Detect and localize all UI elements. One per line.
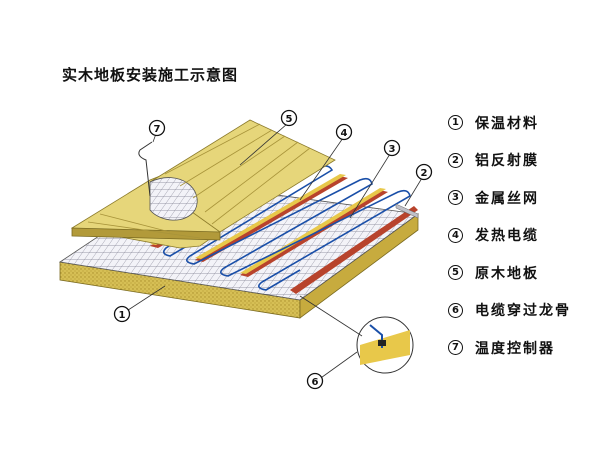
legend-number: 1 bbox=[448, 115, 463, 131]
legend-item: 4 发热电缆 bbox=[448, 217, 571, 255]
legend-item: 2 铝反射膜 bbox=[448, 142, 571, 180]
aluminum-film bbox=[395, 203, 419, 219]
legend-item: 7 温度控制器 bbox=[448, 329, 571, 367]
heating-cable bbox=[139, 155, 411, 291]
thermostat-wire bbox=[138, 141, 153, 197]
legend-number: 6 bbox=[448, 302, 463, 318]
callout-3: 3 bbox=[383, 139, 401, 157]
callout-5: 5 bbox=[280, 109, 298, 127]
legend-number: 3 bbox=[448, 190, 463, 206]
wood-cutout bbox=[149, 177, 198, 221]
svg-text:6: 6 bbox=[312, 377, 319, 388]
diagram-title: 实木地板安装施工示意图 bbox=[62, 66, 239, 84]
svg-text:4: 4 bbox=[341, 128, 348, 139]
legend-label: 电缆穿过龙骨 bbox=[475, 303, 571, 320]
legend-number: 7 bbox=[448, 340, 463, 356]
svg-text:7: 7 bbox=[154, 124, 161, 135]
legend-label: 发热电缆 bbox=[475, 228, 539, 245]
svg-text:3: 3 bbox=[389, 144, 396, 155]
callout-4: 4 bbox=[335, 123, 353, 141]
board-lines bbox=[87, 123, 311, 239]
callout-7: 7 bbox=[148, 119, 166, 137]
callout-1: 1 bbox=[113, 305, 131, 323]
callouts: 1 2 3 4 5 6 7 bbox=[113, 109, 433, 390]
legend-item: 5 原木地板 bbox=[448, 254, 571, 292]
wood-floor-front bbox=[71, 227, 221, 241]
legend-number: 2 bbox=[448, 152, 463, 168]
joist bbox=[290, 206, 418, 294]
callout-6: 6 bbox=[306, 372, 324, 390]
legend-item: 6 电缆穿过龙骨 bbox=[448, 292, 571, 330]
svg-text:2: 2 bbox=[421, 168, 428, 179]
legend-label: 金属丝网 bbox=[475, 190, 539, 207]
svg-text:1: 1 bbox=[119, 310, 126, 321]
legend-label: 温度控制器 bbox=[475, 340, 555, 357]
legend-item: 3 金属丝网 bbox=[448, 179, 571, 217]
legend-number: 4 bbox=[448, 227, 463, 243]
joist-top bbox=[195, 174, 346, 259]
legend-item: 1 保温材料 bbox=[448, 104, 571, 142]
legend-label: 保温材料 bbox=[475, 115, 539, 132]
legend-label: 原木地板 bbox=[475, 265, 539, 282]
callout-2: 2 bbox=[415, 163, 433, 181]
callout-leaders bbox=[121, 123, 423, 381]
svg-text:5: 5 bbox=[286, 114, 293, 125]
joist bbox=[195, 176, 348, 262]
legend-label: 铝反射膜 bbox=[475, 153, 539, 170]
legend-number: 5 bbox=[448, 265, 463, 281]
cable-detail bbox=[299, 295, 414, 374]
wood-floor bbox=[70, 119, 336, 249]
